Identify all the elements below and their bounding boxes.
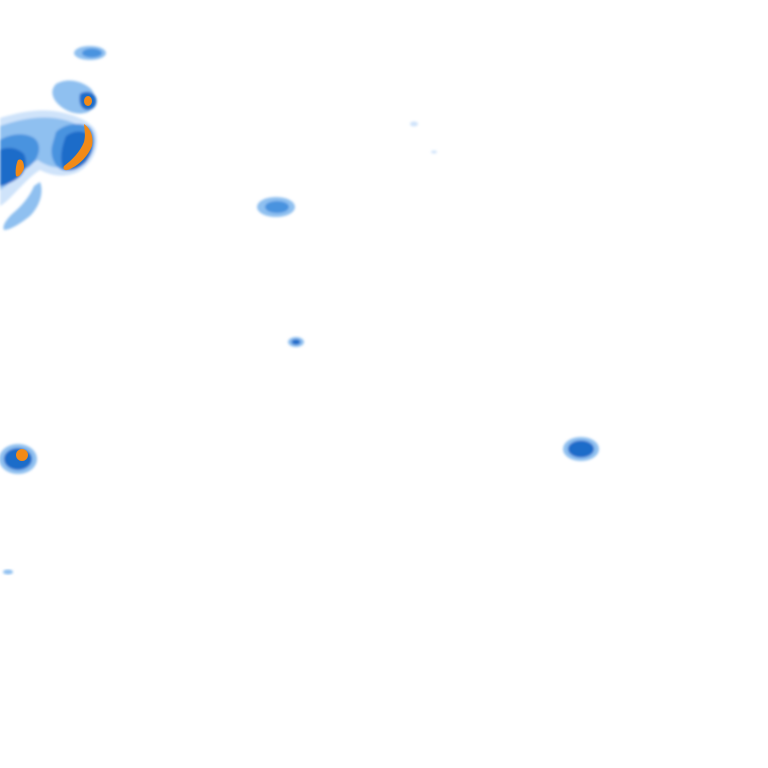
storm-cell-northwest-complex [0, 80, 98, 230]
storm-cell-east [563, 437, 599, 461]
storm-cell-central [288, 337, 304, 347]
storm-cell-north-small [74, 46, 106, 60]
precip-specks-northeast [410, 121, 437, 154]
storm-core-west [16, 449, 28, 461]
storm-core-northwest [15, 96, 93, 177]
storm-cell-central-north [257, 197, 295, 217]
precip-speck-southwest [3, 569, 13, 575]
